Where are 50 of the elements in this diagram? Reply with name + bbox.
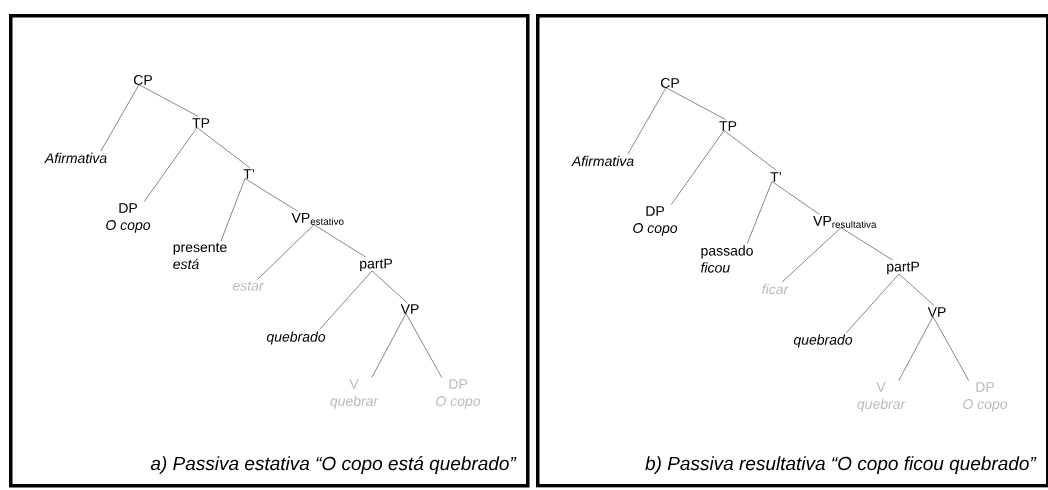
tree-branch (670, 130, 725, 205)
tree-branch (845, 273, 900, 334)
tree-label: passado ficou (701, 245, 753, 273)
tree-label: V quebrar (857, 382, 906, 412)
tree-branch (840, 227, 893, 261)
tree-label: TP (192, 118, 210, 128)
tree-branch (746, 181, 773, 244)
tree-label: Afirmativa (44, 152, 107, 164)
tree-label: T’ (243, 169, 254, 179)
tree-label: CP (134, 75, 152, 85)
tree-branch (932, 316, 970, 381)
tree-label: CP (661, 78, 679, 88)
tree-label: VP (927, 307, 946, 317)
tree-branch (220, 178, 246, 242)
tree-label: T’ (770, 172, 781, 182)
tree-label: DP O copo (963, 382, 1008, 412)
tree-branch (405, 313, 443, 378)
tree-branch (781, 227, 842, 283)
tree-label: DP O copo (633, 206, 678, 236)
tree-label: VP (400, 304, 419, 314)
tree-branch (100, 84, 140, 152)
tree-label: DP O copo (106, 203, 151, 233)
tree-label: partP (887, 261, 919, 275)
tree-label: TP (719, 121, 737, 131)
tree-label: V quebrar (330, 379, 379, 409)
tree-label: quebrado (266, 331, 326, 345)
tree-label: $\mathrm{VP}_{\mathrm{estativo}}$ (291, 213, 344, 225)
tree-branch (898, 316, 934, 381)
tree-label: Afirmativa (571, 155, 634, 167)
tree-branch (898, 273, 935, 306)
tree-label: estar (232, 281, 265, 291)
tree-branch (627, 87, 667, 155)
tree-label: quebrado (793, 334, 853, 348)
tree-label: $\mathrm{VP}_{\mathrm{resultativa}}$ (813, 216, 877, 228)
tree-branch (723, 130, 777, 171)
tree-label: presente está (173, 242, 227, 270)
tree-branch (318, 270, 373, 331)
tree-branch (665, 87, 726, 120)
tree-branch (771, 181, 820, 215)
tree-branch (138, 84, 199, 117)
tree-branch (371, 313, 407, 378)
tree-branch (256, 224, 315, 281)
tree-branch (313, 224, 366, 258)
tree-branch (196, 127, 250, 168)
tree-branch (143, 127, 198, 202)
tree-label: DP O copo (436, 379, 481, 409)
tree-branch (371, 270, 408, 303)
tree-label: partP (360, 258, 392, 272)
tree-branch (244, 178, 299, 212)
tree-label: ficar (762, 283, 789, 295)
